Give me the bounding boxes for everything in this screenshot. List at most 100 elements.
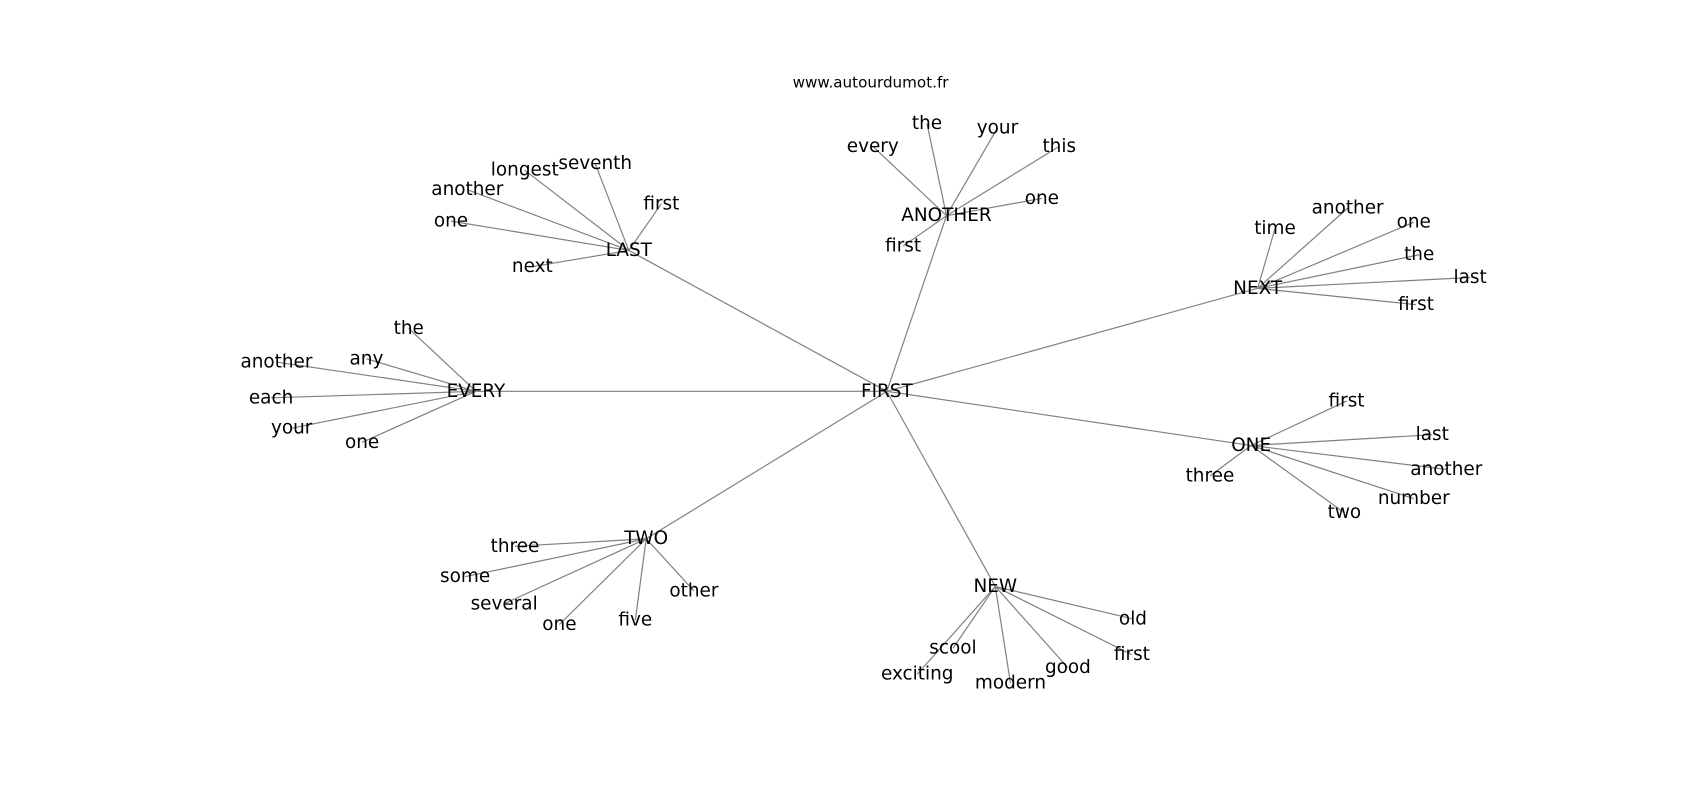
- leaf-node-other: other: [669, 580, 718, 601]
- leaf-node-three: three: [1186, 465, 1235, 486]
- hub-node-next: NEXT: [1233, 278, 1283, 299]
- edge-two-five: [634, 538, 647, 621]
- leaf-node-another: another: [431, 179, 503, 200]
- leaf-node-another: another: [240, 352, 312, 373]
- edge-next-the: [1257, 254, 1420, 289]
- edge-new-good: [994, 586, 1069, 669]
- leaf-node-scool: scool: [929, 638, 976, 659]
- leaf-node-some: some: [440, 566, 490, 587]
- hub-node-every: EVERY: [447, 381, 506, 402]
- leaf-node-last: last: [1454, 267, 1487, 288]
- edge-center-two: [645, 390, 888, 540]
- edge-two-one: [559, 538, 647, 625]
- edge-new-exciting: [916, 586, 996, 675]
- edge-new-first: [995, 585, 1133, 656]
- edge-center-one: [886, 390, 1252, 447]
- edge-last-longest: [524, 169, 630, 251]
- edge-two-other: [645, 538, 695, 592]
- edge-next-one: [1257, 221, 1415, 289]
- edge-one-three: [1209, 445, 1252, 477]
- leaf-node-your: your: [977, 117, 1019, 138]
- edge-next-last: [1257, 276, 1471, 289]
- leaf-node-another: another: [1410, 459, 1482, 480]
- center-node: FIRST: [861, 381, 913, 402]
- hub-node-last: LAST: [606, 240, 653, 261]
- leaf-node-another: another: [1312, 198, 1384, 219]
- edge-one-first: [1250, 400, 1347, 447]
- edge-another-this: [946, 145, 1060, 217]
- leaf-node-first: first: [1114, 644, 1150, 665]
- leaf-node-modern: modern: [975, 672, 1046, 693]
- leaf-node-exciting: exciting: [881, 664, 953, 685]
- edge-one-another: [1251, 444, 1447, 470]
- leaf-node-one: one: [1025, 188, 1059, 209]
- edge-center-last: [628, 249, 888, 392]
- leaf-node-the: the: [1404, 244, 1434, 265]
- edge-last-next: [532, 249, 629, 268]
- edge-next-time: [1257, 228, 1276, 289]
- edges: [271, 123, 1471, 684]
- leaf-node-three: three: [491, 536, 540, 557]
- edge-another-the: [926, 123, 948, 216]
- leaf-node-first: first: [1329, 391, 1365, 412]
- leaf-node-one: one: [434, 211, 468, 232]
- leaf-node-two: two: [1328, 502, 1362, 523]
- leaf-node-the: the: [394, 318, 424, 339]
- leaf-node-old: old: [1119, 608, 1147, 629]
- leaf-node-number: number: [1378, 488, 1450, 509]
- edge-last-another: [467, 189, 630, 251]
- edge-another-your: [945, 127, 998, 217]
- edge-every-the: [408, 328, 477, 392]
- edge-center-new: [886, 391, 996, 587]
- leaf-node-last: last: [1416, 424, 1449, 445]
- leaf-node-five: five: [618, 610, 652, 631]
- edge-new-scool: [952, 586, 996, 649]
- leaf-node-one: one: [345, 432, 379, 453]
- leaf-node-several: several: [471, 593, 538, 614]
- leaf-node-each: each: [249, 387, 293, 408]
- edge-two-three: [514, 538, 647, 547]
- edge-another-first: [902, 215, 947, 247]
- leaf-node-time: time: [1254, 218, 1296, 239]
- edge-every-another: [276, 361, 477, 392]
- edge-two-some: [464, 538, 647, 578]
- hub-node-another: ANOTHER: [901, 205, 992, 226]
- edge-next-another: [1257, 207, 1349, 289]
- leaf-node-the: the: [912, 113, 942, 134]
- edge-another-one: [946, 197, 1043, 217]
- leaf-node-seventh: seventh: [558, 153, 632, 174]
- leaf-node-longest: longest: [491, 160, 559, 181]
- edge-next-first: [1257, 287, 1417, 306]
- edge-every-your: [291, 390, 477, 429]
- leaf-node-first: first: [643, 193, 679, 214]
- edge-every-any: [366, 358, 477, 392]
- leaf-node-good: good: [1045, 657, 1091, 678]
- edge-one-number: [1250, 444, 1414, 500]
- leaf-node-your: your: [271, 418, 313, 439]
- hub-node-new: NEW: [973, 576, 1017, 597]
- leaf-node-one: one: [542, 614, 576, 635]
- leaf-node-one: one: [1397, 212, 1431, 233]
- edge-new-old: [995, 585, 1134, 620]
- leaf-node-first: first: [1398, 294, 1434, 315]
- hub-node-two: TWO: [623, 528, 668, 549]
- edge-one-two: [1250, 445, 1345, 514]
- edge-every-one: [361, 390, 477, 443]
- edge-last-seventh: [594, 163, 630, 251]
- edge-last-one: [450, 220, 629, 251]
- edge-last-first: [628, 203, 662, 251]
- hub-node-one: ONE: [1231, 435, 1271, 456]
- edge-one-last: [1251, 434, 1433, 447]
- leaf-node-next: next: [512, 256, 553, 277]
- leaf-node-any: any: [350, 348, 384, 369]
- edge-center-next: [886, 287, 1258, 392]
- edge-two-several: [503, 538, 647, 605]
- site-title: www.autourdumot.fr: [793, 73, 950, 91]
- leaf-node-every: every: [847, 136, 899, 157]
- edge-center-another: [886, 215, 948, 392]
- edge-another-every: [872, 145, 947, 217]
- edge-every-each: [271, 390, 476, 399]
- leaf-node-this: this: [1042, 136, 1076, 157]
